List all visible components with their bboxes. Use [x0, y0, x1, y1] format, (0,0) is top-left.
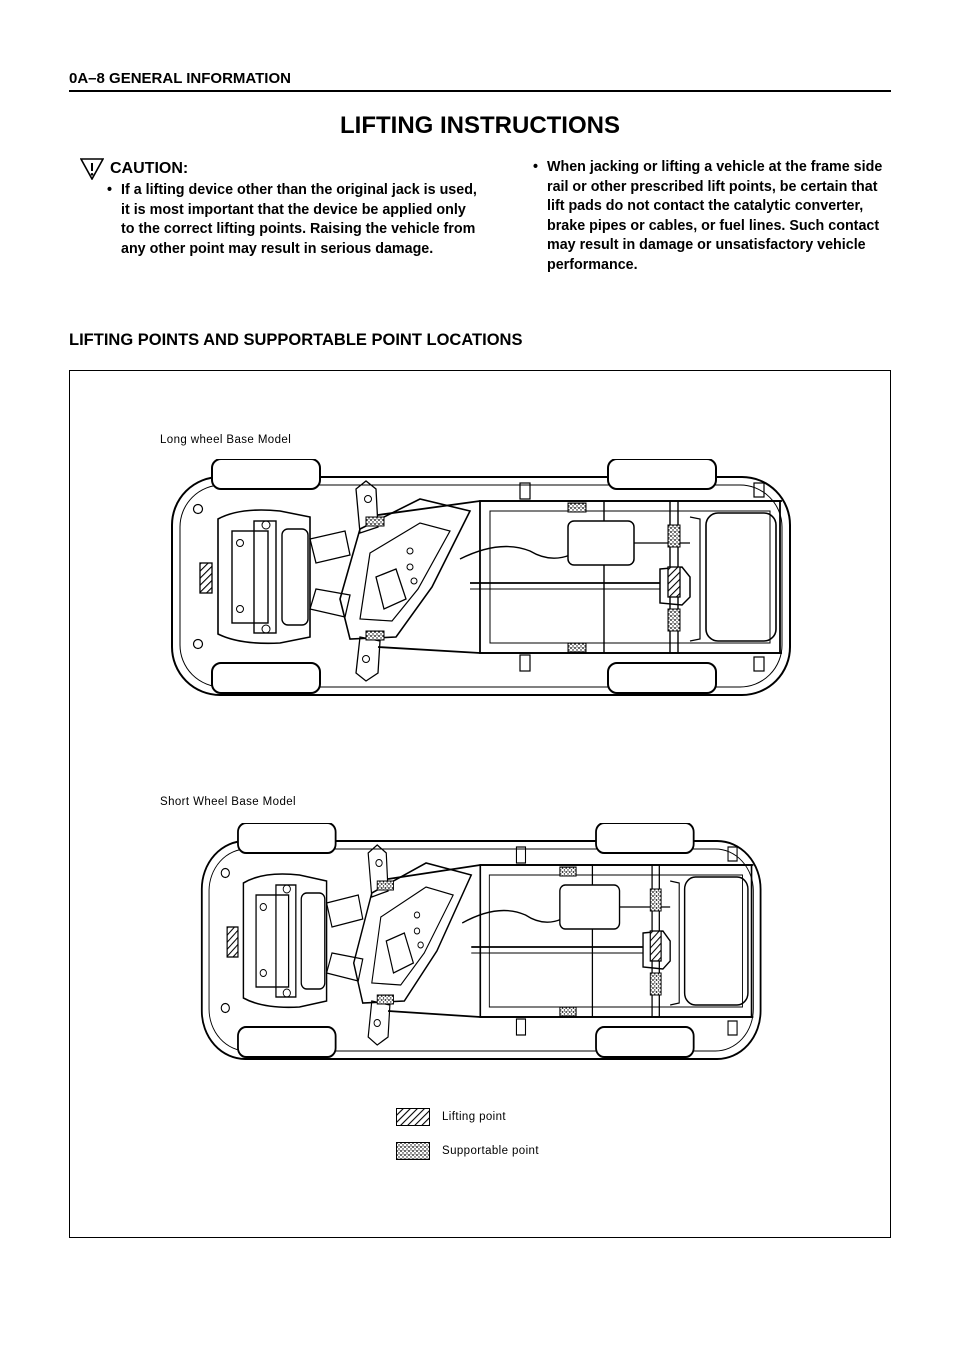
- caution-text: If a lifting device other than the origi…: [121, 182, 477, 257]
- legend-lifting-label: Lifting point: [442, 1111, 507, 1123]
- header-rule: [69, 90, 891, 92]
- bullet-marker: •: [533, 159, 539, 175]
- note-text: When jacking or lifting a vehicle at the…: [547, 159, 883, 273]
- caution-bullet: • If a lifting device other than the ori…: [107, 181, 480, 259]
- caution-icon: [80, 158, 104, 180]
- supportable-point-swatch: [396, 1142, 430, 1160]
- page-title: LIFTING INSTRUCTIONS: [340, 112, 620, 139]
- caution-label: CAUTION:: [110, 160, 189, 177]
- note-bullet: • When jacking or lifting a vehicle at t…: [533, 158, 883, 276]
- long-wheelbase-caption: Long wheel Base Model: [160, 434, 292, 446]
- figure-frame: Long wheel Base Model Short Wheel Base M…: [69, 370, 891, 1238]
- legend-supportable-label: Supportable point: [442, 1145, 539, 1157]
- lifting-point-swatch: [396, 1108, 430, 1126]
- page-header: 0A–8 GENERAL INFORMATION: [69, 70, 291, 87]
- bullet-marker: •: [107, 182, 113, 198]
- short-wheelbase-caption: Short Wheel Base Model: [160, 796, 297, 808]
- note-block: • When jacking or lifting a vehicle at t…: [533, 158, 883, 276]
- legend-lifting-point: Lifting point: [396, 1108, 506, 1126]
- short-wheelbase-underbody-diagram: [200, 823, 762, 1060]
- section-subheading: LIFTING POINTS AND SUPPORTABLE POINT LOC…: [69, 331, 523, 349]
- caution-block: CAUTION: • If a lifting device other tha…: [80, 158, 480, 259]
- legend-supportable-point: Supportable point: [396, 1142, 539, 1160]
- long-wheelbase-underbody-diagram: [171, 459, 791, 696]
